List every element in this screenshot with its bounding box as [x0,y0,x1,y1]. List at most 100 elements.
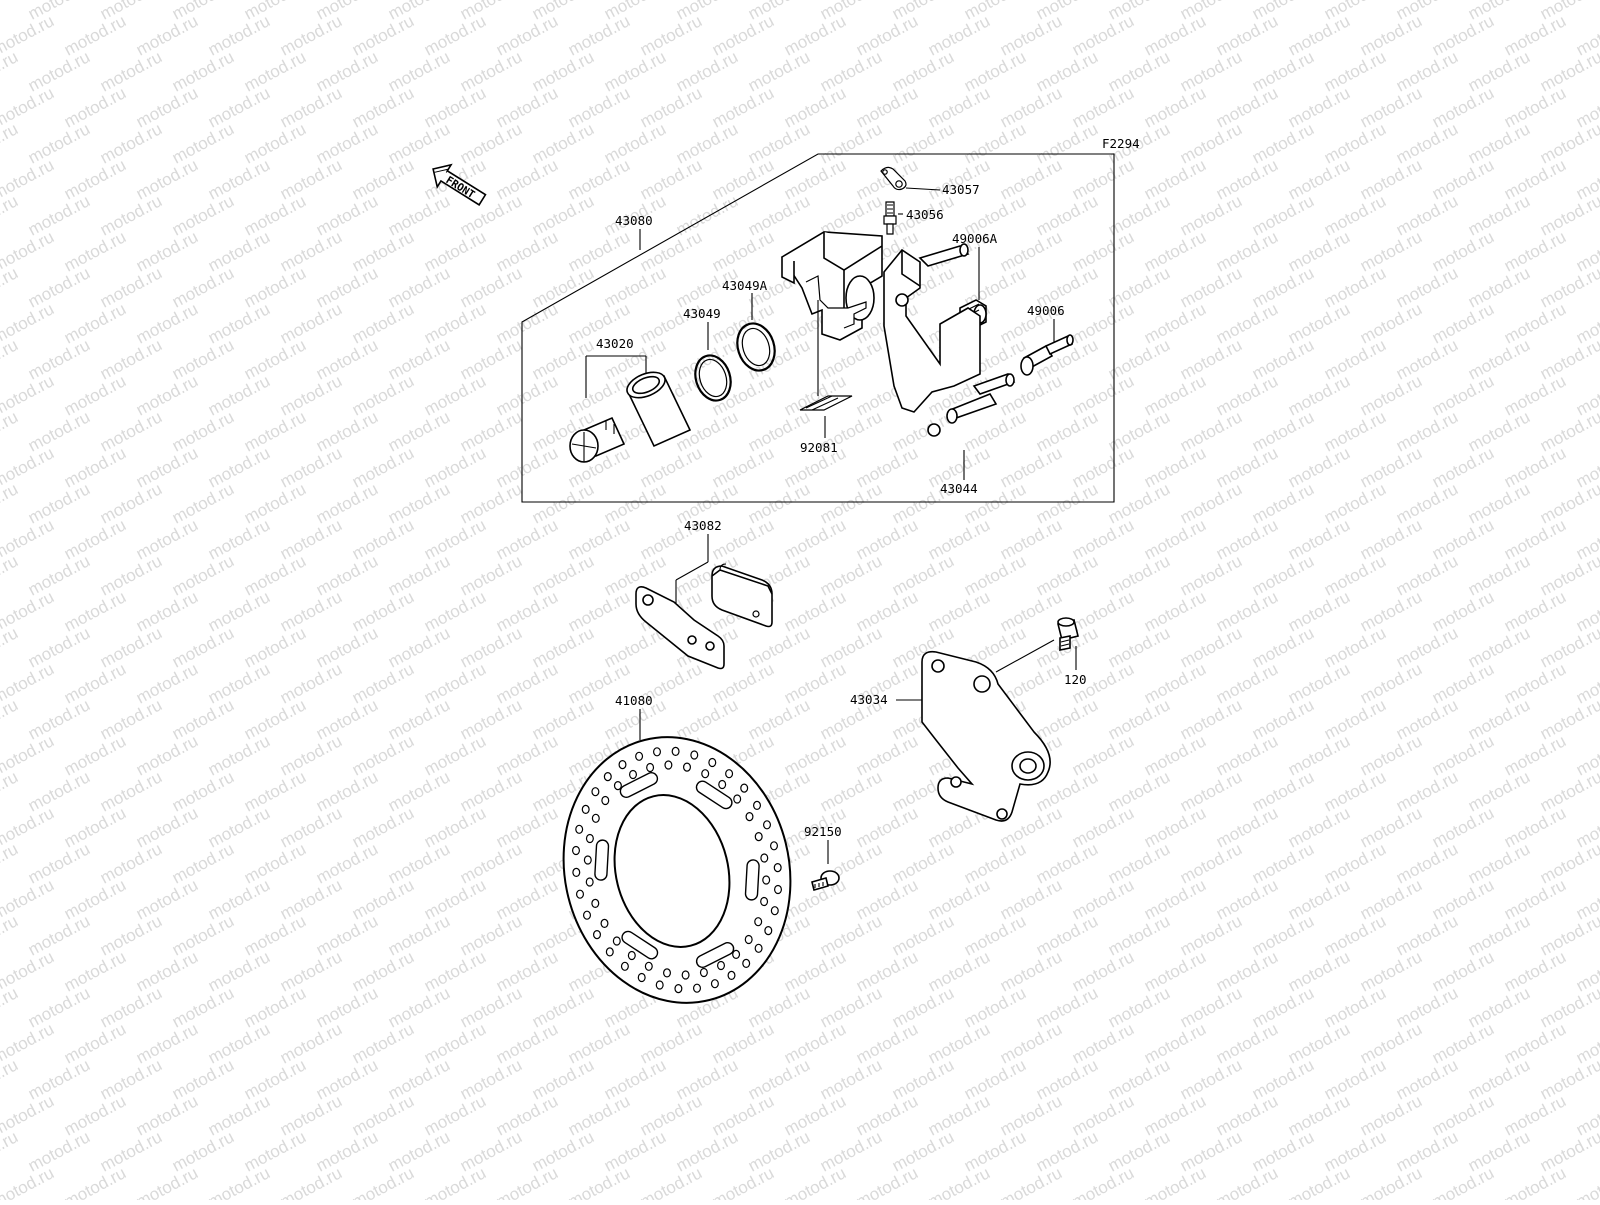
watermark-text: motod.ru [1141,1163,1209,1200]
watermark-text: motod.ru [673,1055,741,1103]
watermark-text: motod.ru [1285,947,1353,995]
watermark-text: motod.ru [925,875,993,923]
watermark-text: motod.ru [1357,155,1425,203]
watermark-text: motod.ru [1537,263,1600,311]
watermark-text: motod.ru [97,263,165,311]
watermark-text: motod.ru [1249,479,1317,527]
watermark-text: motod.ru [457,263,525,311]
watermark-text: motod.ru [853,947,921,995]
part-120[interactable] [1057,617,1079,651]
watermark-text: motod.ru [25,47,93,95]
watermark-text: motod.ru [1141,443,1209,491]
watermark-text: motod.ru [745,191,813,239]
watermark-text: motod.ru [1141,227,1209,275]
watermark-text: motod.ru [1429,731,1497,779]
watermark-text: motod.ru [1537,839,1600,887]
watermark-text: motod.ru [1105,191,1173,239]
watermark-text: motod.ru [169,767,237,815]
part-43049[interactable] [690,351,737,405]
watermark-text: motod.ru [1501,515,1569,563]
part-43044[interactable] [883,243,1016,437]
watermark-text: motod.ru [385,983,453,1031]
watermark-text: motod.ru [781,1163,849,1200]
watermark-text: motod.ru [61,1163,129,1200]
watermark-text: motod.ru [781,947,849,995]
disc-hole [644,961,653,971]
watermark-text: motod.ru [781,371,849,419]
watermark-text: motod.ru [1213,803,1281,851]
watermark-text: motod.ru [277,83,345,131]
watermark-text: motod.ru [493,1019,561,1067]
watermark-text: motod.ru [1321,623,1389,671]
watermark-text: motod.ru [1357,227,1425,275]
watermark-text: motod.ru [0,407,21,455]
part-43034[interactable] [921,650,1051,822]
watermark-text: motod.ru [457,407,525,455]
label-120: 120 [1064,672,1087,687]
part-92081[interactable] [799,275,867,411]
disc-hole [637,972,646,983]
label-49006A: 49006A [952,231,998,246]
watermark-text: motod.ru [1429,1163,1497,1200]
watermark-text: motod.ru [1177,839,1245,887]
disc-hole [769,841,778,851]
watermark-text: motod.ru [1285,155,1353,203]
watermark-text: motod.ru [997,1163,1065,1200]
watermark-text: motod.ru [61,1091,129,1139]
disc-hole [732,949,741,960]
disc-hole [646,762,655,773]
watermark-text: motod.ru [1141,155,1209,203]
watermark-text: motod.ru [385,767,453,815]
disc-hole [742,958,751,969]
watermark-text: motod.ru [277,299,345,347]
watermark-text: motod.ru [889,551,957,599]
disc-hole [585,877,594,887]
watermark-text: motod.ru [529,1055,597,1103]
watermark-text: motod.ru [25,551,93,599]
part-43057[interactable] [880,166,907,191]
watermark-text: motod.ru [1537,551,1600,599]
part-43049A[interactable] [731,319,780,376]
disc-hole [662,968,671,978]
watermark-text: motod.ru [1393,1055,1461,1103]
watermark-text: motod.ru [205,731,273,779]
watermark-text: motod.ru [1537,1127,1600,1175]
watermark-text: motod.ru [1213,1163,1281,1200]
disc-hole [762,820,771,830]
watermark-text: motod.ru [0,1055,21,1103]
watermark-text: motod.ru [1465,1055,1533,1103]
label-43020: 43020 [596,336,634,351]
watermark-text: motod.ru [97,911,165,959]
label-43080: 43080 [615,213,653,228]
watermark-text: motod.ru [817,623,885,671]
watermark-text: motod.ru [169,263,237,311]
watermark-text: motod.ru [493,803,561,851]
part-49006[interactable] [1020,334,1074,376]
watermark-text: motod.ru [0,911,21,959]
watermark-text: motod.ru [745,695,813,743]
watermark-text: motod.ru [1429,371,1497,419]
disc-hole [760,896,769,907]
watermark-text: motod.ru [313,983,381,1031]
watermark-text: motod.ru [925,1163,993,1200]
part-43056[interactable] [883,201,897,235]
watermark-text: motod.ru [1033,1127,1101,1175]
watermark-text: motod.ru [745,1055,813,1103]
part-43020[interactable] [623,367,692,448]
watermark-text: motod.ru [25,767,93,815]
part-43082[interactable] [635,563,773,670]
watermark-text: motod.ru [1177,623,1245,671]
watermark-text: motod.ru [61,227,129,275]
watermark-text: motod.ru [781,11,849,59]
disc-hole [692,983,701,993]
watermark-text: motod.ru [1285,1163,1353,1200]
part-41080[interactable] [536,713,818,1027]
part-piston-insulator[interactable] [569,416,626,463]
disc-hole [773,884,782,895]
watermark-text: motod.ru [169,695,237,743]
watermark-text: motod.ru [421,515,489,563]
watermark-text: motod.ru [25,1055,93,1103]
watermark-text: motod.ru [1501,83,1569,131]
part-92150[interactable] [811,870,840,891]
